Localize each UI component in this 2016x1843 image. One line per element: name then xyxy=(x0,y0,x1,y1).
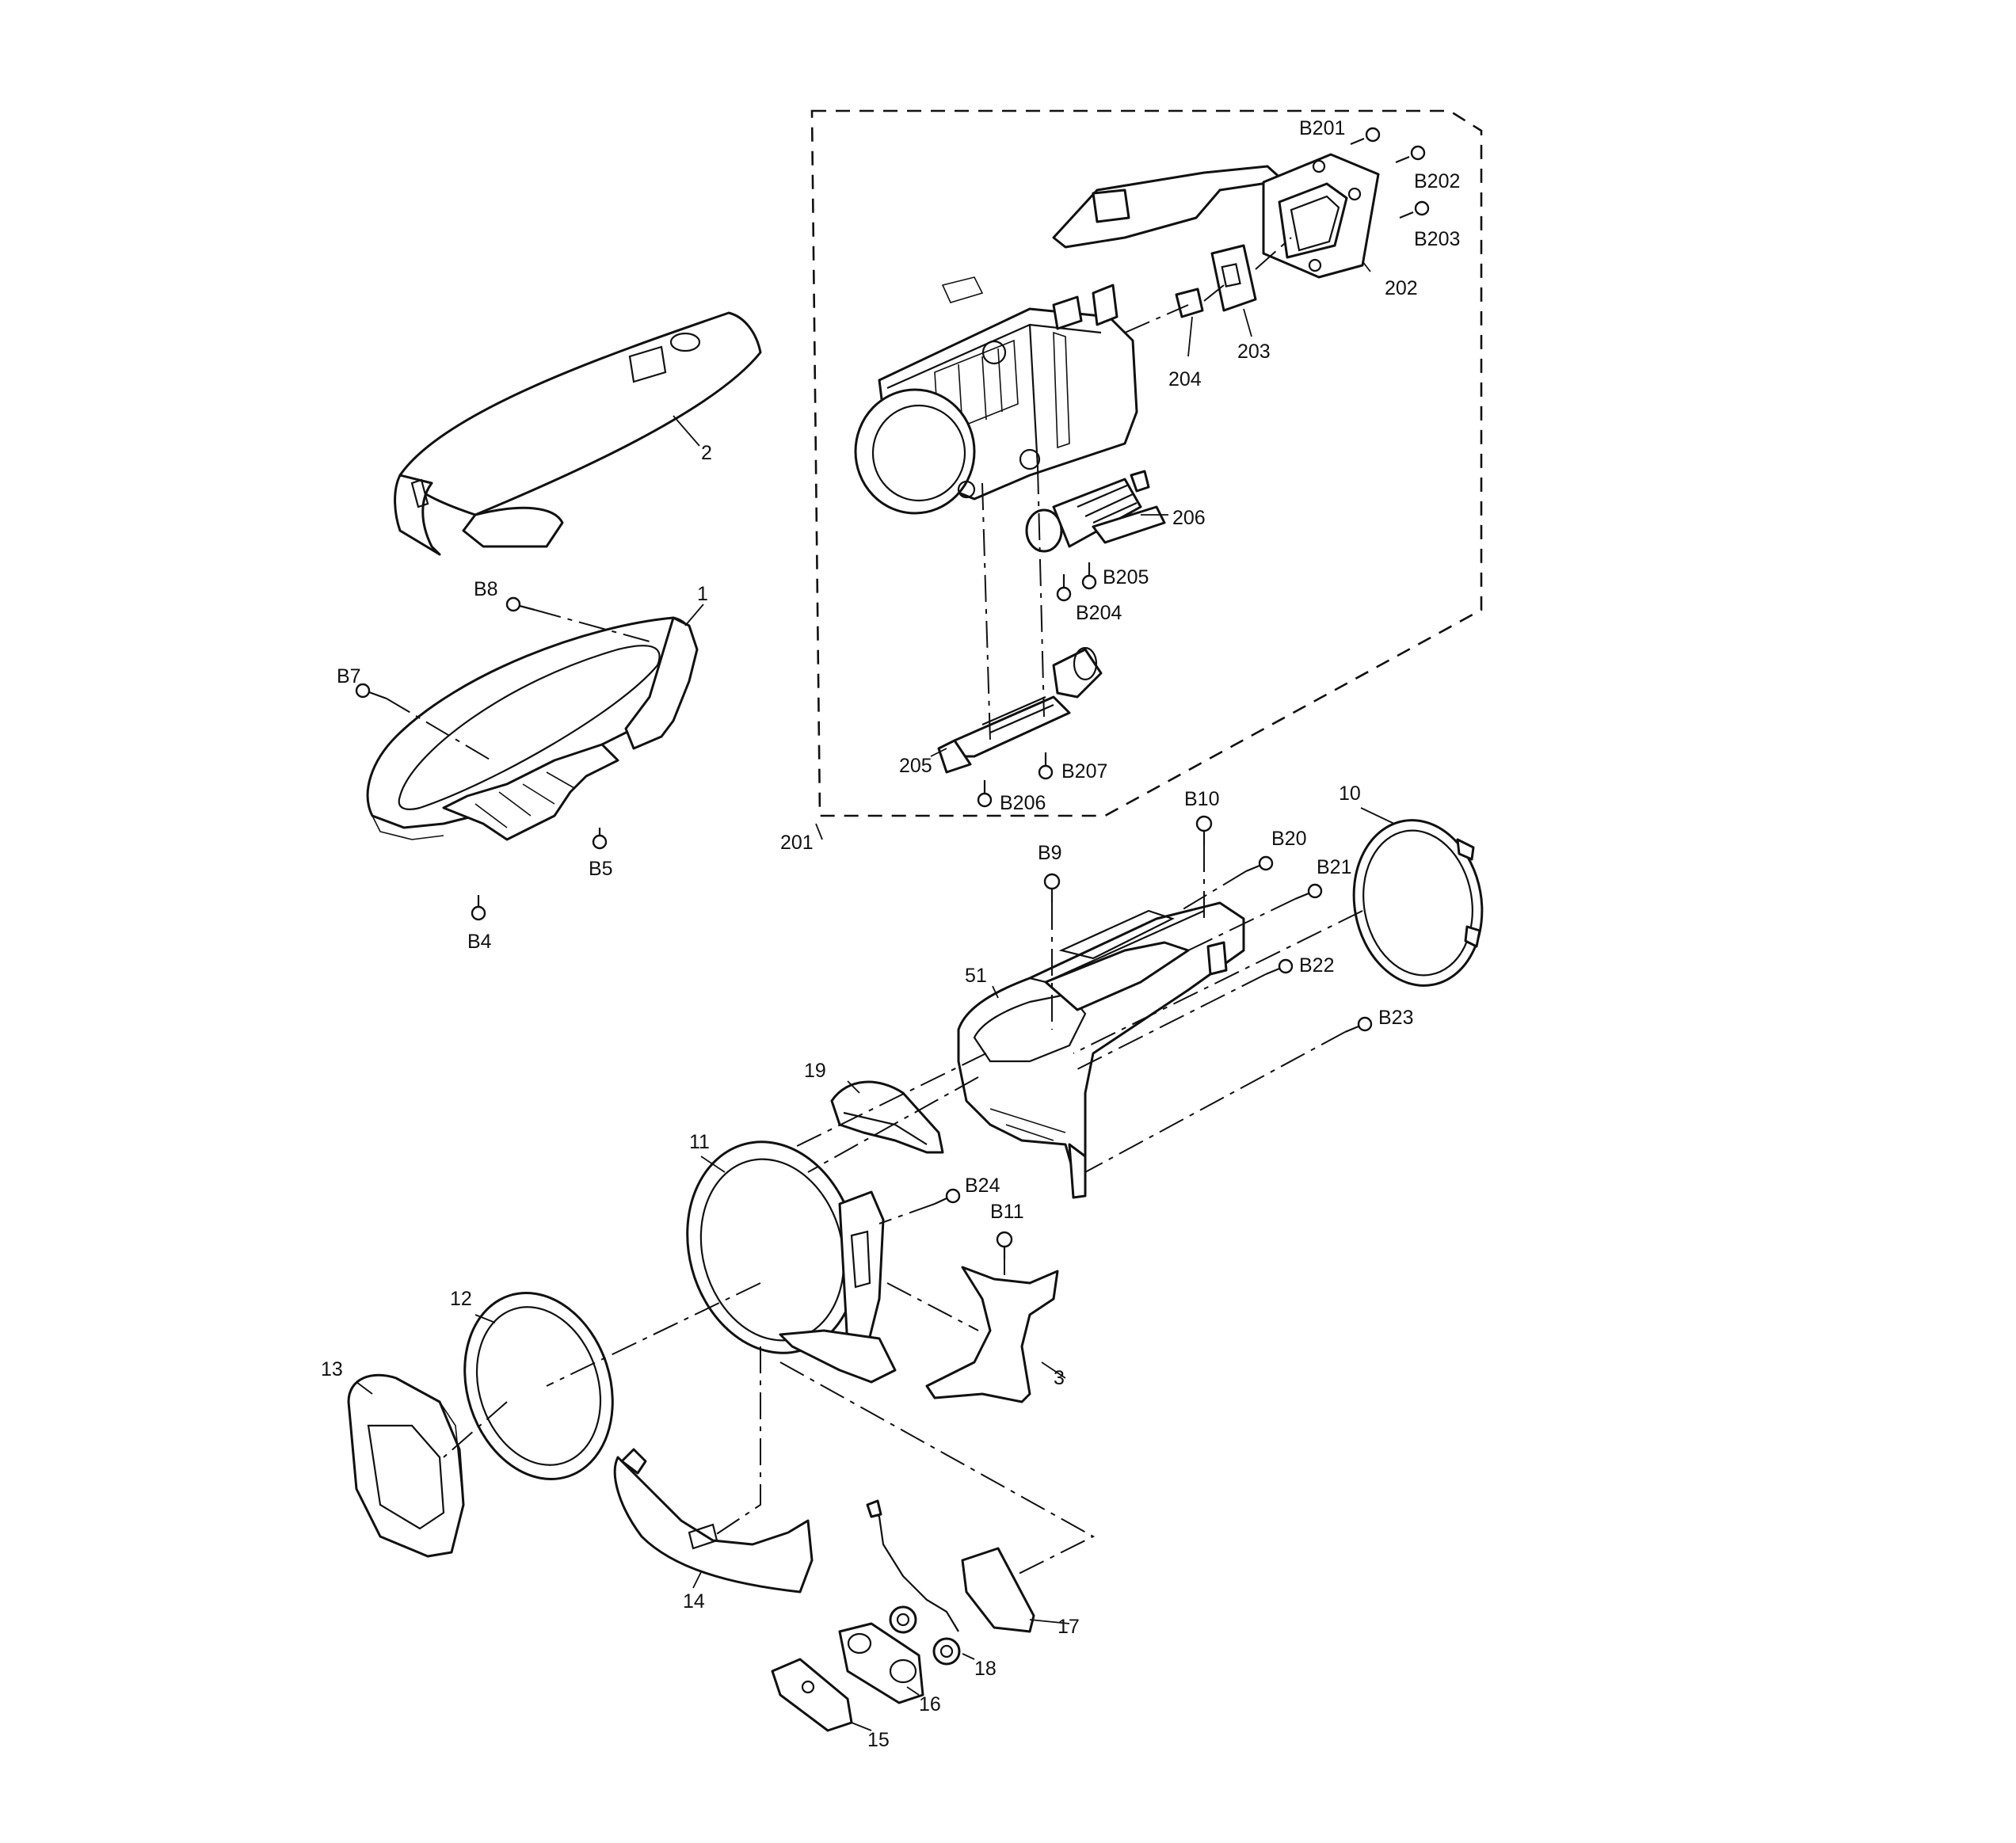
label-leaders xyxy=(356,261,1395,1731)
screw-B21 xyxy=(1294,883,1323,901)
label-B4: B4 xyxy=(467,931,492,953)
leader-lens-205-2 xyxy=(1037,466,1045,718)
screw-B201 xyxy=(1350,127,1381,146)
label-p14: 14 xyxy=(683,1590,705,1613)
label-p51: 51 xyxy=(965,965,987,987)
label-p204: 204 xyxy=(1168,368,1202,390)
label-B207: B207 xyxy=(1061,760,1107,783)
label-B10: B10 xyxy=(1184,788,1219,810)
lens-block-assembly xyxy=(854,276,1138,515)
label-B202: B202 xyxy=(1414,170,1460,192)
screw-B7 xyxy=(355,683,387,700)
screw-B202 xyxy=(1395,145,1426,164)
part-17-cover-plate xyxy=(961,1547,1035,1633)
label-p10: 10 xyxy=(1339,783,1361,805)
screw-B5 xyxy=(592,828,608,850)
label-p205: 205 xyxy=(899,755,932,777)
label-B22: B22 xyxy=(1299,954,1334,977)
screw-B10 xyxy=(1195,815,1213,845)
part-206-focus-motor xyxy=(1025,470,1166,553)
part-19-small-cover xyxy=(830,1080,944,1154)
part-12-ring xyxy=(463,1292,614,1480)
label-p11: 11 xyxy=(689,1131,710,1153)
label-p201: 201 xyxy=(780,832,814,854)
screw-B206 xyxy=(977,780,993,808)
screw-B22 xyxy=(1265,958,1294,976)
screw-B9 xyxy=(1043,873,1061,903)
label-B23: B23 xyxy=(1378,1007,1413,1029)
part-15-button-plate xyxy=(771,1658,853,1732)
label-B8: B8 xyxy=(474,578,498,600)
part-204-filter xyxy=(1175,287,1204,318)
flex-cable xyxy=(1052,165,1285,249)
part-11-lens-frame xyxy=(686,1140,897,1384)
screw-B20 xyxy=(1245,855,1274,873)
screw-B11 xyxy=(996,1231,1013,1259)
label-p202: 202 xyxy=(1385,277,1418,299)
part-205-zoom-motor xyxy=(937,646,1103,774)
part-203-gasket xyxy=(1210,244,1257,312)
label-B20: B20 xyxy=(1271,828,1306,850)
label-p3: 3 xyxy=(1054,1367,1065,1389)
label-B206: B206 xyxy=(1000,792,1046,814)
screw-B203 xyxy=(1399,200,1430,219)
label-p203: 203 xyxy=(1237,341,1271,363)
flex-cable-strip xyxy=(1092,188,1130,223)
label-p17: 17 xyxy=(1058,1616,1080,1638)
label-B203: B203 xyxy=(1414,228,1460,250)
label-B201: B201 xyxy=(1299,117,1345,139)
label-p2: 2 xyxy=(701,442,712,464)
screw-B24 xyxy=(934,1188,961,1205)
screw-B204 xyxy=(1056,574,1072,602)
label-B11: B11 xyxy=(990,1201,1024,1223)
part-16-button-holder xyxy=(838,1622,924,1704)
label-B7: B7 xyxy=(337,665,361,687)
label-B9: B9 xyxy=(1038,842,1062,864)
label-B204: B204 xyxy=(1076,602,1122,624)
label-p16: 16 xyxy=(919,1693,941,1715)
label-B205: B205 xyxy=(1103,566,1149,588)
part-3-grip-cover xyxy=(925,1266,1059,1403)
leader-sensor xyxy=(1124,237,1292,333)
label-B21: B21 xyxy=(1317,856,1351,878)
part-2-top-cover xyxy=(394,311,762,556)
lens-block-group-boundary xyxy=(810,109,1483,817)
assembly-lines xyxy=(386,609,1363,1577)
screw-B207 xyxy=(1038,752,1054,780)
label-p19: 19 xyxy=(804,1060,826,1082)
screw-B4 xyxy=(471,895,486,921)
label-p15: 15 xyxy=(867,1729,890,1751)
label-p1: 1 xyxy=(697,583,708,605)
part-202-sensor-board xyxy=(1262,153,1380,279)
screw-B23 xyxy=(1344,1016,1373,1034)
screw-B205 xyxy=(1081,562,1097,590)
part-18-buttons xyxy=(889,1605,961,1666)
label-p18: 18 xyxy=(974,1658,997,1680)
screw-B8 xyxy=(505,596,535,612)
leader-lens-205-1 xyxy=(981,482,991,741)
label-p206: 206 xyxy=(1172,507,1206,529)
label-B5: B5 xyxy=(589,858,613,880)
part-51-chassis xyxy=(957,901,1245,1199)
part-18-spring-wire xyxy=(866,1499,959,1632)
part-1-frame xyxy=(366,616,699,841)
label-p12: 12 xyxy=(450,1288,472,1310)
label-p13: 13 xyxy=(321,1358,343,1380)
part-labels: 1 2 3 10 11 12 13 14 15 16 17 18 19 51 2… xyxy=(321,117,1460,1751)
label-B24: B24 xyxy=(965,1175,1000,1197)
part-10-front-ring xyxy=(1352,819,1484,987)
part-13-front-panel xyxy=(347,1373,465,1558)
part-14-lower-cover xyxy=(613,1448,814,1594)
